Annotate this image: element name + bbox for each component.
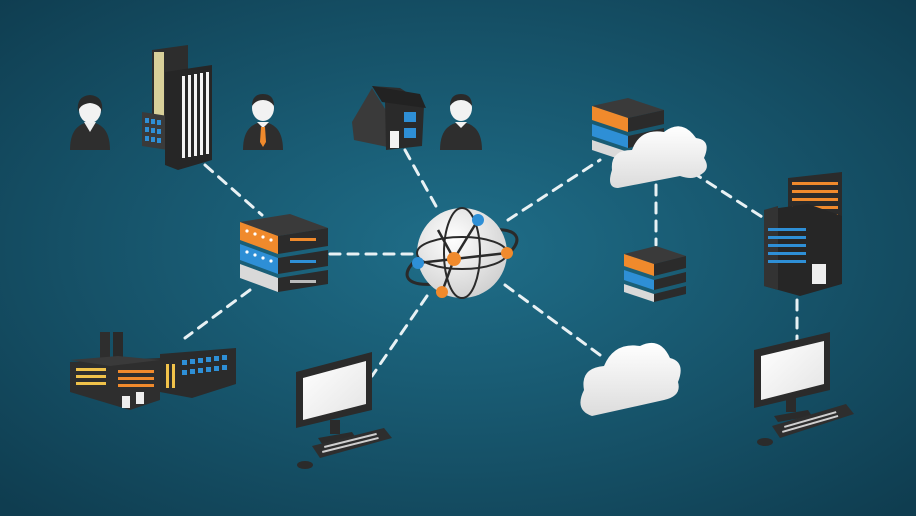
link-server-factory	[183, 288, 252, 340]
person-male-icon	[243, 94, 283, 150]
internet-globe-icon	[405, 207, 519, 299]
link-globe-cloud-bottom	[503, 283, 602, 357]
link-house-globe	[403, 148, 439, 210]
link-globe-workstation	[370, 294, 429, 378]
desktop-computer-icon	[296, 352, 392, 469]
connector-group	[183, 148, 799, 378]
house-icon	[350, 86, 426, 150]
person-female-icon	[70, 95, 110, 150]
cloud-icon	[610, 126, 707, 188]
link-globe-server-top	[506, 158, 602, 222]
factory-icon	[70, 332, 236, 410]
server-rack-icon	[624, 246, 686, 302]
server-rack-icon	[240, 214, 328, 292]
corporate-building-icon	[764, 172, 842, 296]
link-cloud-building	[690, 170, 772, 224]
desktop-computer-icon	[754, 332, 854, 446]
office-building-icon	[142, 45, 212, 170]
person-male-icon	[440, 94, 482, 150]
cloud-icon	[580, 342, 681, 416]
link-office-server	[203, 163, 264, 217]
